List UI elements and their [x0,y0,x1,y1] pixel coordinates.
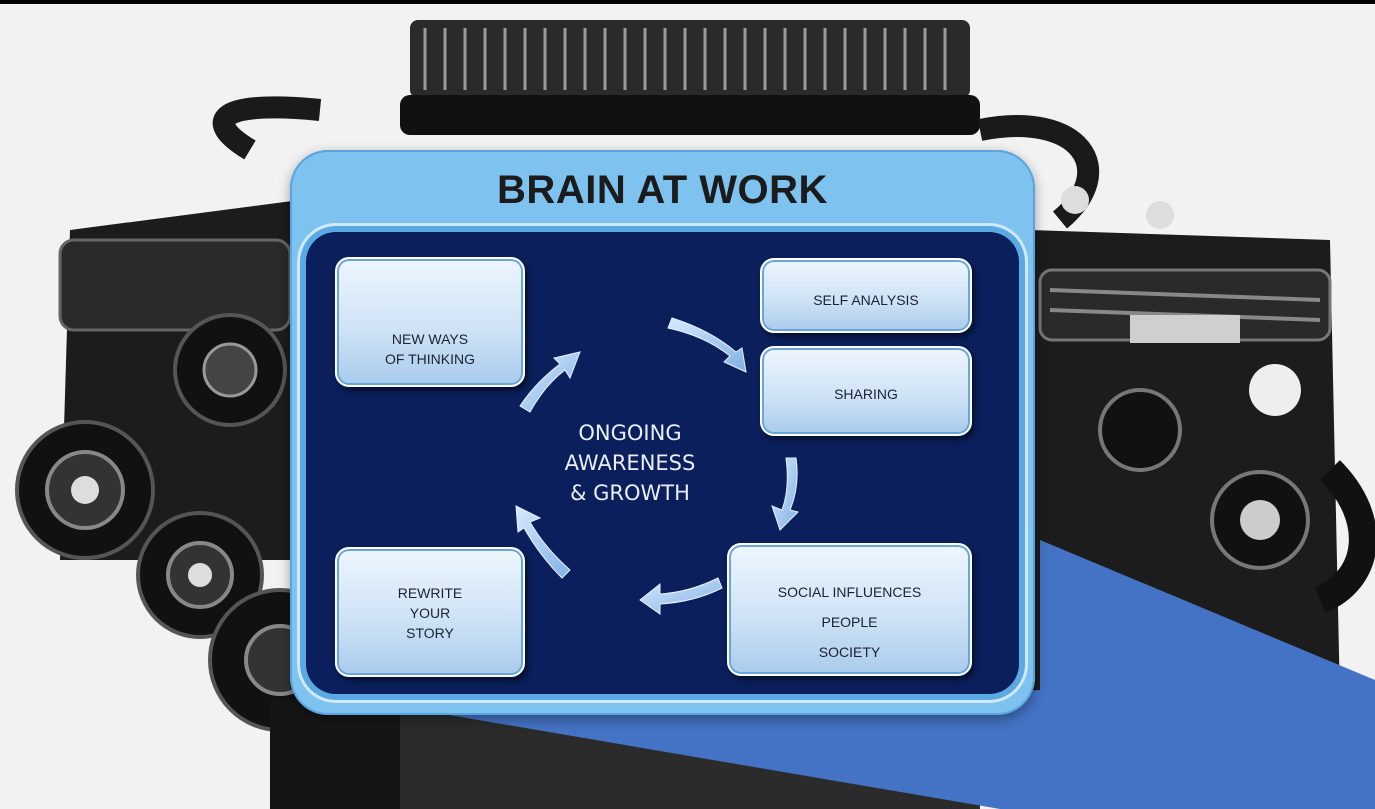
arrow-to-rewrite-icon [639,577,723,615]
box-social-line1: SOCIAL INFLUENCES [777,584,922,600]
box-rewrite-line1: REWRITE [397,585,463,601]
top-border [0,0,1375,4]
center-label: ONGOING AWARENESS & GROWTH [545,418,715,508]
box-social-line2: PEOPLE [821,614,878,630]
arrow-from-rewrite-icon [515,505,571,579]
box-rewrite-line2: YOUR [409,605,451,621]
box-new-ways-of-thinking: NEW WAYS OF THINKING [335,257,525,387]
box-self-analysis-label: SELF ANALYSIS [813,292,919,308]
box-social-line3: SOCIETY [818,644,881,660]
box-rewrite-line3: STORY [406,625,454,641]
arrow-to-new-ways-icon [519,351,581,413]
box-sharing: SHARING [760,346,972,436]
arrow-to-social-icon [771,457,799,531]
arrow-to-self-analysis-icon [667,317,747,373]
box-new-ways-line1: NEW WAYS [391,331,469,347]
box-social-influences: SOCIAL INFLUENCES PEOPLE SOCIETY [727,543,972,676]
box-self-analysis: SELF ANALYSIS [760,258,972,333]
diagram-title: BRAIN AT WORK [497,168,828,212]
center-line1: ONGOING [578,421,682,445]
box-new-ways-line2: OF THINKING [385,351,475,367]
box-rewrite-your-story: REWRITE YOUR STORY [335,547,525,677]
center-line3: & GROWTH [570,481,690,505]
center-line2: AWARENESS [564,451,696,475]
box-sharing-label: SHARING [834,386,898,402]
